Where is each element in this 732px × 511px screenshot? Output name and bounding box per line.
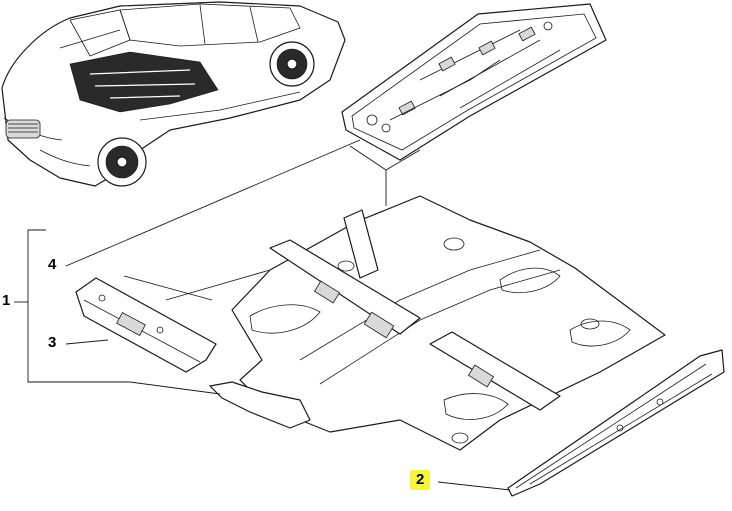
callout-1: 1: [2, 292, 11, 309]
callout-3: 3: [48, 334, 57, 351]
car-illustration: [1, 1, 346, 187]
side-sill-rail: [507, 349, 725, 497]
front-cross-member: [75, 277, 217, 373]
callout-4: 4: [48, 256, 57, 273]
callout-2: 2: [410, 470, 431, 490]
rear-floor-panel: [341, 3, 607, 161]
front-floor-assembly: [209, 195, 666, 451]
leader-lines: [14, 139, 511, 491]
